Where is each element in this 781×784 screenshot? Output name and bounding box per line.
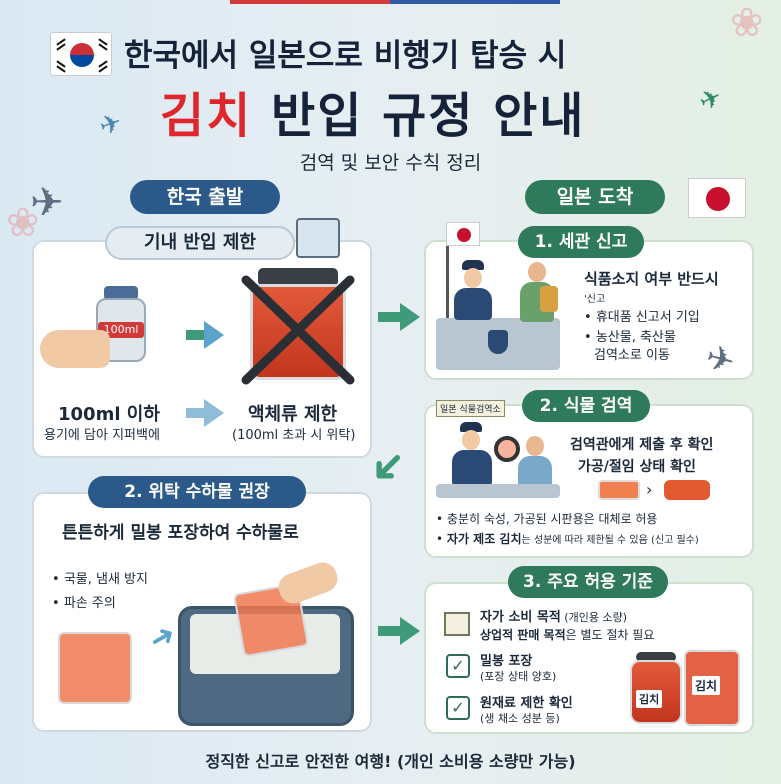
arrow-shaft	[378, 626, 402, 636]
criteria-item3-desc: (생 채소 성분 등)	[480, 712, 560, 725]
customs-bullet-1: • 휴대품 신고서 기입	[584, 310, 700, 325]
flag-pole	[446, 246, 449, 322]
arrow-right-icon	[204, 321, 224, 349]
customs-bullet-3: 검역소로 이동	[594, 348, 670, 363]
korea-departure-label: 한국 출발	[130, 180, 280, 214]
title-line1: 한국에서 일본으로 비행기 탑승 시	[124, 38, 567, 74]
officer-head	[464, 268, 482, 288]
japan-flag-icon	[688, 178, 746, 218]
plant-line1: 검역관에게 제출 후 확인	[570, 437, 714, 453]
inspector-body	[452, 450, 492, 486]
bag-label: 김치	[692, 676, 721, 695]
criteria-item3-title: 원재료 제한 확인	[480, 696, 573, 711]
cabin-left-desc: 용기에 담아 지퍼백에	[44, 428, 160, 443]
backpack-icon	[540, 286, 558, 312]
checked-bullet-1: • 국물, 냄새 방지	[52, 572, 148, 587]
traveler-icon	[526, 436, 544, 456]
top-accent-red	[230, 0, 390, 4]
title-highlight: 김치	[160, 88, 253, 144]
bottle-label: 100ml	[98, 322, 144, 338]
arrow-right-icon	[204, 399, 224, 427]
cabin-right-desc: (100ml 초과 시 위탁)	[232, 428, 356, 443]
japan-arrival-label: 일본 도착	[525, 180, 665, 214]
plant-office-sign: 일본 식물검역소	[436, 400, 505, 417]
jar-lid	[258, 268, 338, 286]
criteria-label: 3. 주요 허용 기준	[508, 566, 668, 598]
traveler-icon	[528, 262, 546, 282]
japan-flag-icon	[446, 222, 480, 246]
kimchi-portion-icon	[664, 480, 710, 500]
arrow-right-icon	[400, 617, 420, 645]
korea-flag-icon	[50, 32, 112, 76]
customs-officer-icon	[462, 260, 484, 270]
magnifier-icon	[494, 436, 520, 462]
cross-icon	[241, 275, 355, 385]
airplane-icon: ✈	[30, 180, 64, 226]
airplane-icon: ✈	[95, 107, 127, 143]
criteria-item1: 자가 소비 목적 (개인용 소량)	[480, 610, 627, 625]
checked-baggage-label: 2. 위탁 수하물 권장	[88, 476, 306, 508]
criteria-item1-line2: 상업적 판매 목적은 별도 절차 필요	[480, 628, 655, 642]
arrow-right-icon	[400, 303, 420, 331]
decorative-swirl-icon: ❀	[730, 0, 764, 46]
box-icon	[444, 612, 470, 636]
kimchi-package-icon	[598, 480, 640, 500]
checked-bullet-2: • 파손 주의	[52, 596, 116, 611]
arrow-shaft	[186, 408, 206, 418]
security-check-icon	[296, 218, 340, 258]
arrow-shaft	[378, 312, 402, 322]
page-title: 김치 반입 규정 안내	[160, 76, 585, 146]
officer-body	[454, 288, 492, 320]
checked-headline: 튼튼하게 밀봉 포장하여 수하물로	[62, 523, 299, 543]
criteria-item2-title: 밀봉 포장	[480, 654, 533, 669]
bottle-cap	[104, 286, 138, 300]
checkbox-icon: ✓	[446, 654, 470, 678]
arrow-shaft	[186, 330, 206, 340]
hand-icon	[40, 330, 110, 368]
customs-label: 1. 세관 신고	[518, 226, 644, 258]
subtitle: 검역 및 보안 수칙 정리	[299, 152, 482, 174]
cabin-right-title: 액체류 제한	[248, 404, 338, 425]
inspector-head	[462, 430, 480, 450]
cabin-left-title: 100ml 이하	[58, 404, 160, 425]
checkbox-icon: ✓	[446, 696, 470, 720]
ziplock-bag-icon	[58, 632, 132, 704]
inspection-desk	[436, 484, 560, 498]
plant-bullet-1: • 충분히 숙성, 가공된 시판용은 대체로 허용	[436, 512, 658, 526]
plant-bullet-2: • 자가 제조 김치는 성분에 따라 제한될 수 있음 (신고 필수)	[436, 532, 699, 546]
plant-inspection-label: 2. 식물 검역	[522, 390, 650, 422]
title-rest: 반입 규정 안내	[252, 88, 586, 144]
top-accent-blue	[390, 0, 560, 4]
airplane-icon: ✈	[694, 81, 728, 119]
jar-label: 김치	[636, 690, 663, 708]
customs-sub: '신고	[584, 294, 606, 305]
badge-icon	[488, 330, 508, 354]
customs-headline: 식품소지 여부 반드시	[584, 270, 719, 288]
cabin-restriction-label: 기내 반입 제한	[105, 226, 295, 260]
decorative-swirl-icon: ❀	[6, 200, 40, 246]
plant-line2: 가공/절임 상태 확인	[578, 459, 696, 475]
criteria-item2-desc: (포장 상태 양호)	[480, 670, 557, 683]
jar-lid	[636, 652, 676, 662]
customs-bullet-2: • 농산물, 축산물	[584, 330, 676, 345]
chevron-right-icon: ›	[646, 480, 653, 499]
footer-note: 정직한 신고로 안전한 여행! (개인 소비용 소량만 가능)	[205, 752, 576, 771]
inspector-icon	[460, 422, 482, 432]
